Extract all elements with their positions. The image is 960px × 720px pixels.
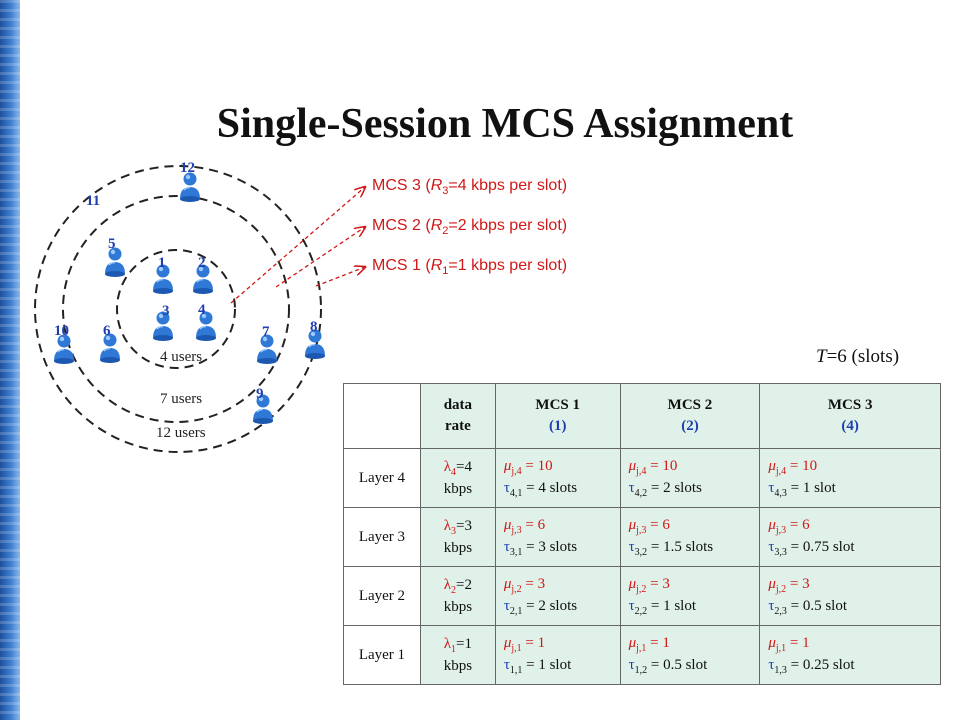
mcs3-r-sub: 3 [442, 185, 449, 198]
arrow-mcs1 [315, 267, 365, 287]
layer-label: Layer 3 [343, 507, 421, 567]
side-decoration-bar [0, 0, 20, 720]
mcs1-rate: =1 kbps per slot) [448, 257, 568, 274]
arrow-mcs3 [230, 187, 365, 304]
header-mcs1: MCS 1(1) [494, 383, 621, 449]
mcs3-rate: =4 kbps per slot) [448, 177, 568, 194]
ring-middle-label: 7 users [160, 391, 202, 407]
layer-label: Layer 1 [343, 625, 421, 685]
layer-label: Layer 2 [343, 566, 421, 626]
header-empty [343, 383, 421, 449]
user-label-1: 1 [158, 255, 166, 271]
header-mcs3: MCS 3(4) [759, 383, 941, 449]
ring-inner [116, 249, 236, 369]
user-label-4: 4 [198, 302, 206, 318]
ring-inner-label: 4 users [160, 349, 202, 365]
user-label-5: 5 [108, 236, 116, 252]
mcs2-rate: =2 kbps per slot) [448, 217, 568, 234]
user-label-7: 7 [262, 324, 270, 340]
mcs1-legend: MCS 1 (R1=1 kbps per slot) [372, 257, 568, 278]
user-label-6: 6 [103, 323, 111, 339]
period-label: T=6 (slots) [816, 346, 900, 367]
user-label-12: 12 [180, 160, 195, 176]
mcs2-legend: MCS 2 (R2=2 kbps per slot) [372, 217, 568, 238]
user-label-9: 9 [256, 386, 264, 402]
user-icon-12 [179, 171, 201, 203]
mcs3-legend: MCS 3 (R3=4 kbps per slot) [372, 177, 568, 198]
mcs2-name: MCS 2 [372, 217, 421, 234]
user-label-8: 8 [310, 319, 318, 335]
mcs3-name: MCS 3 [372, 177, 421, 194]
page-title: Single-Session MCS Assignment [216, 101, 794, 147]
ring-outer [34, 165, 322, 453]
user-label-3: 3 [162, 303, 170, 319]
layer-label: Layer 4 [343, 448, 421, 508]
user-label-11: 11 [86, 193, 100, 209]
header-mcs2: MCS 2(2) [619, 383, 761, 449]
header-data-rate: data rate [419, 383, 496, 449]
mcs-table: data rate MCS 1(1) MCS 2(2) MCS 3(4) Lay… [343, 383, 941, 685]
user-label-2: 2 [198, 255, 206, 271]
user-label-10: 10 [54, 323, 69, 339]
mcs2-r-sub: 2 [442, 225, 449, 238]
period-value: =6 (slots) [826, 346, 900, 367]
arrow-mcs2 [275, 227, 365, 288]
ring-middle [62, 195, 290, 423]
mcs1-name: MCS 1 [372, 257, 421, 274]
mcs1-r-sub: 1 [442, 265, 449, 278]
ring-outer-label: 12 users [156, 425, 206, 441]
table-header-row: data rate MCS 1(1) MCS 2(2) MCS 3(4) [343, 383, 941, 449]
